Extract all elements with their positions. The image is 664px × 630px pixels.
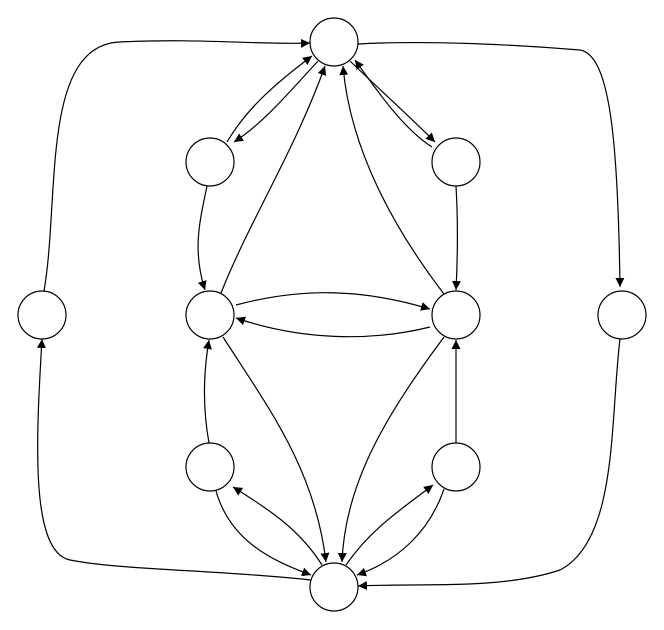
edge-mid-left-to-mid-right (235, 292, 431, 311)
edge-mid-right-to-mid-left (235, 316, 431, 338)
nodes-layer (17, 17, 647, 612)
edge-lower-left-to-bottom (215, 490, 312, 577)
node-mid-left (185, 290, 235, 340)
edge-mid-left-to-top (220, 65, 327, 294)
node-top (309, 17, 359, 67)
edge-mid-right-to-top (339, 65, 445, 295)
edge-upper-right-to-mid-right (451, 185, 461, 291)
node-bottom (309, 562, 359, 612)
node-upper-left (185, 137, 235, 187)
node-lower-left (185, 442, 235, 492)
edge-mid-left-to-bottom (222, 336, 330, 563)
edge-upper-left-to-mid-left (197, 185, 208, 291)
edge-far-right-to-bottom (357, 338, 621, 591)
edge-bottom-to-far-left (36, 338, 312, 581)
edge-mid-right-to-bottom (337, 336, 445, 563)
edge-top-to-far-right (357, 41, 625, 288)
node-lower-right (431, 442, 481, 492)
edge-top-to-upper-left (233, 60, 319, 143)
edge-lower-right-to-bottom (356, 488, 445, 577)
edge-top-to-upper-right (349, 60, 436, 143)
edge-upper-right-to-top (354, 59, 433, 148)
edge-bottom-to-lower-left (232, 486, 323, 566)
edge-upper-left-to-top (226, 55, 313, 143)
node-far-right (597, 290, 647, 340)
edge-lower-left-to-mid-left (203, 339, 212, 444)
edges-layer (36, 38, 625, 591)
edge-bottom-to-lower-right (345, 484, 434, 566)
node-mid-right (431, 290, 481, 340)
node-far-left (17, 290, 67, 340)
node-upper-right (431, 137, 481, 187)
edge-far-left-to-top (43, 38, 311, 292)
